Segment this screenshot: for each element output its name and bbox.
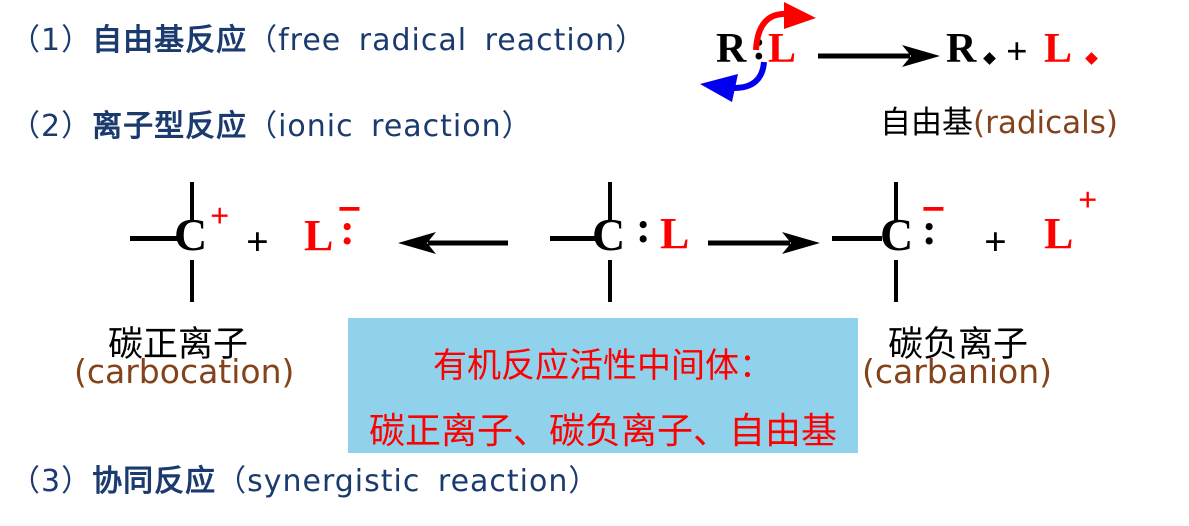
- carbocation-label-en: (carbocation): [74, 352, 295, 391]
- bond-line: [550, 236, 596, 241]
- radical-dot-black-icon: [983, 52, 996, 65]
- lone-pair-dots-red: :: [340, 205, 355, 254]
- heading1-number: （1）: [10, 23, 93, 58]
- heading3-zh: 协同反应: [92, 464, 217, 499]
- heading-synergistic-reaction: （3）协同反应（synergistic reaction）: [10, 456, 599, 500]
- leaving-group-l: L: [304, 211, 334, 260]
- bond-line: [894, 260, 898, 302]
- carbanion-minus-sign: −: [920, 189, 947, 227]
- heterolysis-left-arrow-icon: [398, 232, 508, 254]
- bond-line: [190, 260, 194, 302]
- substrate-l: L: [660, 209, 690, 258]
- radical-plus-sign: +: [1006, 31, 1028, 73]
- carbocation-group: C + + L : −: [128, 180, 390, 302]
- carbanion-group: C : − + L +: [832, 180, 1132, 302]
- carbocation-charge: +: [210, 198, 230, 235]
- radicals-label-en: (radicals): [973, 105, 1119, 141]
- carbanion-label-en: (carbanion): [862, 352, 1053, 391]
- carbocation-label-zh: 碳正离子: [108, 325, 249, 365]
- carbanion-c: C: [880, 209, 914, 260]
- heading3-number: （3）: [10, 464, 93, 499]
- blue-fishhook-arrow-icon: [700, 61, 767, 102]
- radicals-label-zh: 自由基: [880, 105, 973, 141]
- product-l: L: [1044, 26, 1073, 72]
- heading3-en: （synergistic reaction）: [216, 464, 600, 499]
- heading2-en: （ionic reaction）: [247, 109, 533, 144]
- carbanion-label-zh: 碳负离子: [888, 325, 1029, 365]
- heading1-zh: 自由基反应: [92, 23, 248, 58]
- reaction-arrow-icon: [818, 45, 940, 67]
- plus-sign: +: [984, 219, 1007, 264]
- lone-pair-dots-black: :: [922, 205, 937, 254]
- product-r: R: [946, 26, 977, 72]
- bonding-pair-dots: :: [636, 203, 651, 252]
- cation-l: L: [1044, 209, 1074, 258]
- heading1-en: （free radical reaction）: [247, 23, 647, 58]
- heterolysis-right-arrow-icon: [708, 232, 820, 254]
- bond-line: [894, 182, 898, 220]
- heading-ionic-reaction: （2）离子型反应（ionic reaction）: [10, 101, 533, 145]
- substrate-group: C : L: [548, 180, 708, 302]
- reactive-intermediates-highlight-box: 有机反应活性中间体： 碳正离子、碳负离子、自由基: [348, 318, 858, 453]
- anion-minus-sign: −: [336, 189, 363, 227]
- radical-dot-red-icon: [1085, 52, 1098, 65]
- red-fishhook-arrow-icon: [753, 2, 816, 51]
- bond-line: [608, 260, 612, 302]
- reactant-l: L: [768, 26, 797, 72]
- bond-line: [832, 236, 882, 241]
- reactant-r: R: [716, 26, 747, 72]
- plus-sign: +: [246, 219, 269, 264]
- bond-line: [190, 182, 194, 220]
- highlight-line2: 碳正离子、碳负离子、自由基: [368, 411, 837, 452]
- heading2-number: （2）: [10, 109, 93, 144]
- carbocation-c: C: [174, 209, 208, 260]
- highlight-line1: 有机反应活性中间体：: [433, 346, 773, 386]
- substrate-c: C: [592, 209, 626, 260]
- bond-line: [130, 236, 182, 241]
- cation-charge: +: [1078, 182, 1098, 219]
- radicals-label: 自由基(radicals): [880, 97, 1118, 142]
- heading2-zh: 离子型反应: [92, 109, 248, 144]
- bond-line: [608, 182, 612, 220]
- heading-free-radical-reaction: （1）自由基反应（free radical reaction）: [10, 15, 646, 59]
